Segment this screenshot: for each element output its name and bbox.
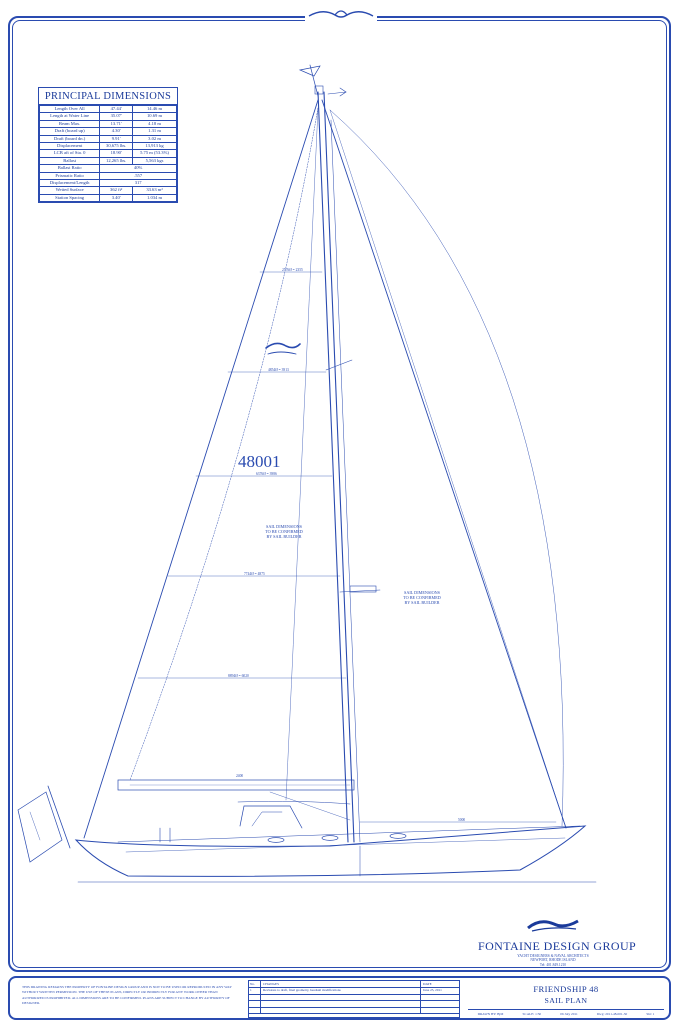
dim-label: 5000 (458, 818, 466, 822)
rev-date-header: DATE (423, 982, 432, 986)
dimension-imperial: 9.91' (99, 134, 134, 144)
copyright-notice: THIS DRAWING REMAINS THE PROPERTY OF FON… (22, 985, 232, 1006)
dimension-imperial: 4.30' (99, 127, 134, 136)
dimension-imperial: 47.44' (99, 104, 134, 114)
dimension-value: 40% (99, 164, 177, 173)
sail-note-left: SAIL DIMENSIONS TO BE CONFIRMED BY SAIL … (258, 524, 310, 539)
company-tagline: YACHT DESIGNERS & NAVAL ARCHITECTS (517, 954, 589, 958)
dimension-metric: 4.18 m (132, 119, 177, 129)
dimension-metric: 5.75 m (53.3%) (132, 149, 177, 158)
sail-note-right: SAIL DIMENSIONS TO BE CONFIRMED BY SAIL … (396, 590, 448, 605)
dimension-label: Prismatic Ratio (38, 171, 101, 181)
rev-desc: Revisions to draft, final geometry, head… (261, 988, 421, 994)
dimension-label: Wetted Surface (38, 186, 101, 195)
dimension-label: Displacement/Length (38, 179, 101, 188)
sail-note-right-text: SAIL DIMENSIONS TO BE CONFIRMED BY SAIL … (403, 590, 441, 605)
dimension-label: Ballast Ratio (38, 164, 101, 173)
revision-row: 1 Revisions to draft, final geometry, he… (249, 988, 459, 995)
dimension-value: 317 (99, 179, 177, 188)
dimension-metric: 3.02 m (132, 134, 177, 144)
dim-label: 2576Ø = 2355 (282, 268, 303, 272)
company-address: NEWPORT, RHODE ISLAND (530, 958, 576, 963)
dimension-label: Draft (board up) (38, 127, 101, 136)
dimension-label: Beam Max. (38, 119, 101, 129)
drawing-number: Dwg: 2011-48-001-30 (596, 1012, 628, 1016)
dimension-row: Prismatic Ratio.557 (38, 171, 177, 181)
dim-label: 8894Ø = 6020 (228, 674, 249, 678)
dimension-metric: 1.034 m (132, 193, 177, 203)
revision-row-empty (249, 1001, 459, 1008)
dimension-imperial: 3.40' (99, 193, 134, 203)
scale: SCALE: 1:50 (522, 1012, 542, 1016)
dimension-row: Draft (board up)4.30'1.31 m (38, 127, 177, 136)
dimension-metric: 13,913 kg (132, 142, 177, 151)
sheet-name: SAIL PLAN (544, 996, 588, 1005)
dimension-metric: 33.63 m² (132, 186, 177, 195)
dimension-metric: 1.31 m (132, 127, 177, 136)
company-name: FONTAINE DESIGN GROUP (478, 939, 637, 953)
hull-number: 48001 (238, 452, 281, 471)
title-block (8, 976, 671, 1020)
project-name: FRIENDSHIP 48 (533, 984, 599, 994)
revision-row-empty (249, 994, 459, 1001)
dim-label: 4854Ø = 3913 (268, 368, 289, 372)
flourish-ornament (305, 6, 377, 24)
company-logo: FONTAINE DESIGN GROUP YACHT DESIGNERS & … (478, 916, 637, 967)
wave-logo-icon (527, 919, 579, 932)
rev-no: 1 (249, 988, 261, 994)
rev-date: June 25, 2011 (423, 988, 442, 992)
dimension-label: Length at Water Line (38, 112, 101, 121)
rev-desc-header: CHANGES (261, 981, 421, 987)
revision-row-empty (249, 1007, 459, 1014)
dimension-imperial: 35.07' (99, 112, 134, 121)
dimension-imperial: 13.71' (99, 119, 134, 129)
dim-label: 7744Ø = 4875 (244, 572, 265, 576)
dimension-metric: 14.46 m (132, 104, 177, 114)
drawing-title-area: FRIENDSHIP 48 SAIL PLAN DRAWN BY: BjM SC… (468, 978, 664, 1018)
dimension-label: Displacement (38, 142, 101, 151)
dim-label: 6376Ø = 3986 (256, 472, 277, 476)
dimension-imperial: 12,265 lbs. (99, 156, 134, 166)
dimension-row: Beam Max.13.71'4.18 m (38, 119, 177, 129)
dimension-value: .557 (99, 171, 177, 181)
drawn-by: DRAWN BY: BjM (477, 1012, 504, 1016)
dimension-imperial: 18.90' (99, 149, 134, 158)
dimension-imperial: 30,675 lbs. (99, 142, 134, 151)
sheet-number: Sht: 1 (646, 1012, 655, 1016)
dimension-row: Draft (board dn.)9.91'3.02 m (38, 134, 177, 144)
company-phone: Tel: 401.849.1210 (539, 962, 567, 967)
dimensions-title: PRINCIPAL DIMENSIONS (39, 88, 177, 105)
revision-header: No. CHANGES DATE (249, 981, 459, 988)
date: 06 July 2011 (560, 1012, 578, 1016)
dimension-metric: 5,563 kgs (132, 156, 177, 166)
revision-table: No. CHANGES DATE 1 Revisions to draft, f… (248, 980, 460, 1018)
dimension-label: Station Spacing (38, 193, 101, 203)
dim-label: 2400 (236, 774, 244, 778)
dimension-label: Ballast (38, 156, 101, 166)
dimension-label: Length Over All (38, 104, 101, 114)
sail-note-left-text: SAIL DIMENSIONS TO BE CONFIRMED BY SAIL … (265, 524, 303, 539)
dimension-label: Draft (board dn.) (38, 134, 101, 144)
drawing-meta: DRAWN BY: BjM SCALE: 1:50 06 July 2011 D… (468, 1009, 664, 1016)
rev-no-header: No. (249, 981, 261, 987)
dimension-imperial: 362 ft² (99, 186, 134, 195)
dimension-label: LCB aft of Sta. 0 (38, 149, 101, 158)
dimension-metric: 10.69 m (132, 112, 177, 121)
